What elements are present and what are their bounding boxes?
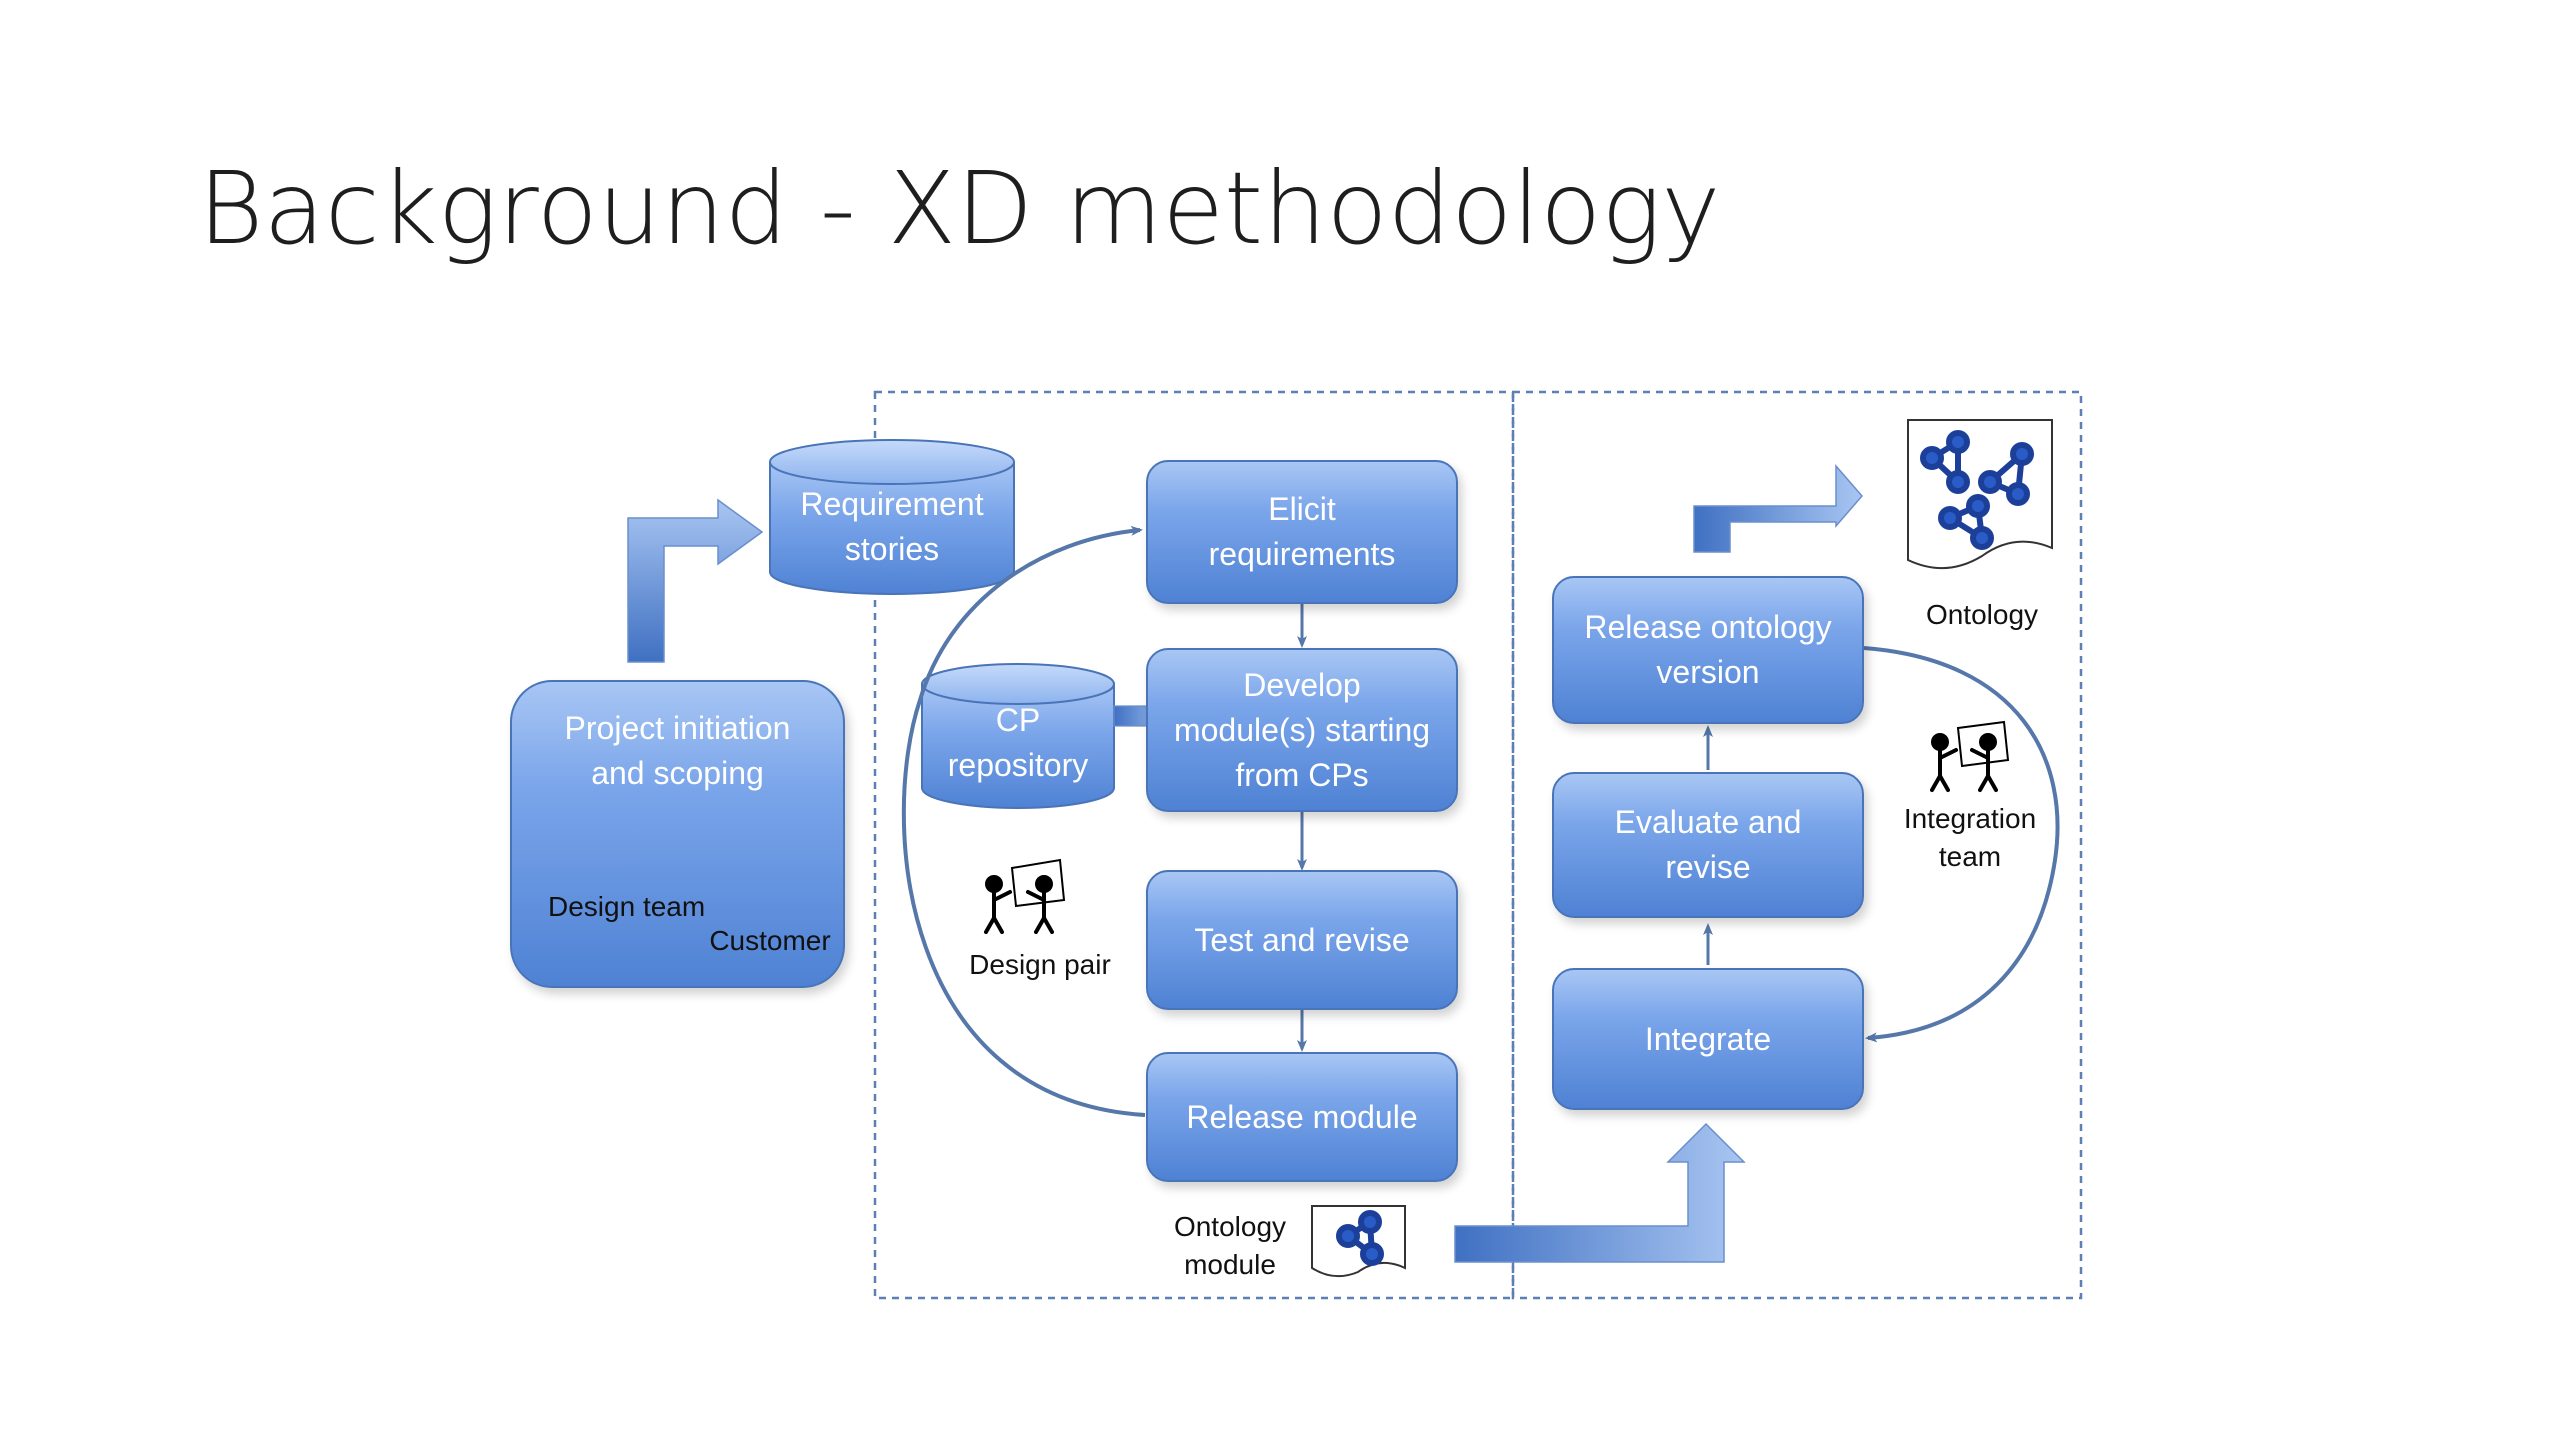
iteration-loop-arc: [901, 525, 1146, 1117]
arrow-project-to-stories: [627, 498, 764, 663]
integration-team-label: Integration team: [1903, 803, 2037, 872]
integration-loop-arc: [1863, 646, 2060, 1043]
arrow-release-to-ontology: [1693, 463, 1863, 553]
elicit-requirements-box: Elicit requirements: [1146, 460, 1458, 604]
design-pair-label: Design pair: [969, 949, 1111, 980]
customer-label: Customer: [709, 925, 831, 956]
project-initiation-label: Project initiation and scoping: [564, 710, 791, 791]
project-initiation-box: Project initiation and scoping: [510, 680, 845, 988]
design-pair-figures: [984, 875, 1054, 934]
requirement-stories-label: Requirement stories: [800, 486, 984, 567]
release-module-box: Release module: [1146, 1052, 1458, 1182]
arrow-module-to-integrate: [1454, 1122, 1746, 1263]
frame-integration: [1511, 390, 2083, 1300]
slide-title: Background - XD methodology: [198, 150, 1721, 267]
cp-repository-label: CP repository: [947, 702, 1089, 783]
evaluate-and-revise-box: Evaluate and revise: [1552, 772, 1864, 918]
test-and-revise-box: Test and revise: [1146, 870, 1458, 1010]
ontology-module-label: Ontology module: [1173, 1211, 1287, 1280]
cp-repository-cylinder: [921, 663, 1115, 809]
develop-modules-box: Develop module(s) starting from CPs: [1146, 648, 1458, 812]
integration-team-figures: [1930, 733, 1998, 792]
ontology-icon: [1907, 419, 2053, 570]
integrate-box: Integrate: [1552, 968, 1864, 1110]
design-team-label: Design team: [548, 891, 706, 922]
release-ontology-version-box: Release ontology version: [1552, 576, 1864, 724]
ontology-label: Ontology: [1925, 599, 2039, 630]
frame-module-development: [873, 390, 1515, 1300]
requirement-stories-cylinder: [769, 439, 1015, 595]
ontology-module-icon: [1311, 1205, 1406, 1278]
